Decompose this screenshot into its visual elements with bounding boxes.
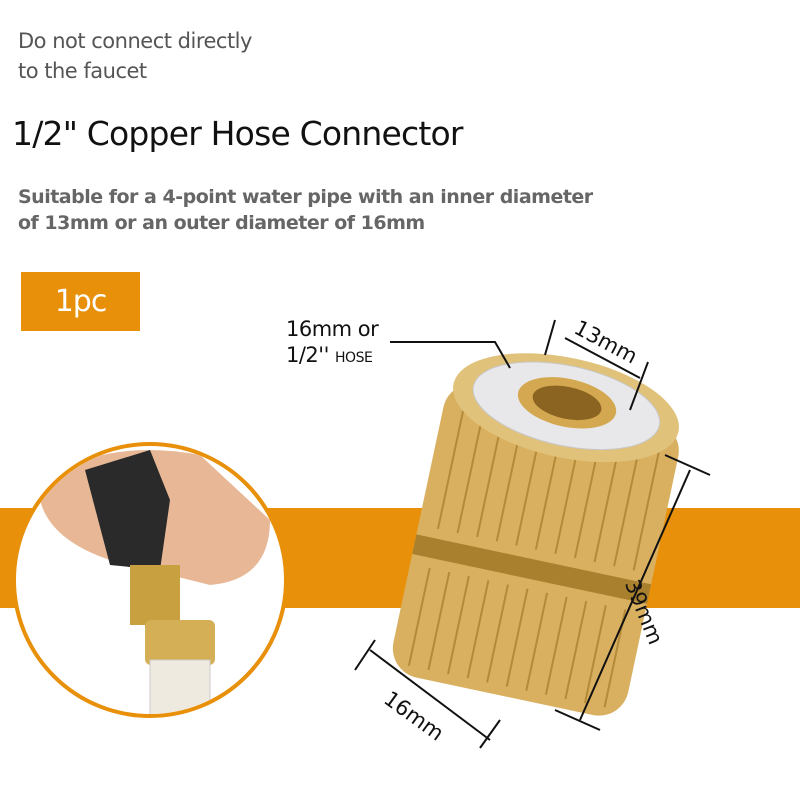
product-title: 1/2" Copper Hose Connector: [12, 114, 463, 153]
warning-note: Do not connect directly to the faucet: [18, 26, 252, 86]
quantity-badge: 1pc: [21, 272, 140, 331]
hose-size-label: 16mm or 1/2'' HOSE: [286, 316, 379, 371]
hose-connector: [392, 353, 679, 716]
hose-word: HOSE: [335, 350, 373, 366]
product-subtitle: Suitable for a 4-point water pipe with a…: [18, 184, 593, 236]
note-line-2: to the faucet: [18, 59, 147, 83]
note-line-1: Do not connect directly: [18, 29, 252, 53]
hose-size-fraction: 1/2'': [286, 343, 329, 367]
hose-size-line-1: 16mm or: [286, 317, 379, 341]
subtitle-line-2: of 13mm or an outer diameter of 16mm: [18, 212, 425, 234]
dimension-lines: [354, 319, 711, 749]
usage-photo: [12, 442, 288, 718]
subtitle-line-1: Suitable for a 4-point water pipe with a…: [18, 186, 593, 208]
